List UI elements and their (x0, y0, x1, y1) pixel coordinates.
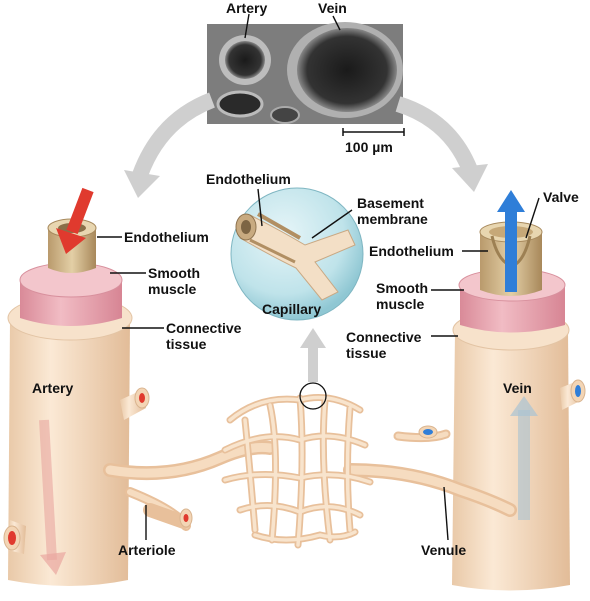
artery-endothelium-label: Endothelium (124, 229, 209, 245)
vein-vessel-label: Vein (503, 380, 532, 396)
basement-membrane-label: Basement membrane (357, 195, 428, 227)
capillary-endothelium-label: Endothelium (206, 171, 291, 187)
micrograph (207, 22, 403, 124)
venule-label: Venule (421, 542, 467, 558)
artery-vessel (3, 187, 150, 586)
arteriole-label: Arteriole (118, 542, 176, 558)
artery-lumen-micrograph (225, 41, 265, 79)
vein-connective-tissue-label: Connective tissue (346, 329, 422, 361)
micrograph-vein-label: Vein (318, 0, 347, 16)
micrograph-artery-label: Artery (226, 0, 268, 16)
arteriole-stub (143, 503, 193, 529)
zoom-circle (299, 382, 327, 410)
scale-bar (342, 128, 405, 136)
capillary-inset (230, 187, 364, 321)
vein-smooth-muscle-label: Smooth muscle (376, 280, 429, 312)
leader-lines (97, 188, 540, 541)
capillary-network (103, 394, 517, 549)
vein-endothelium-label: Endothelium (369, 243, 454, 259)
scale-bar-label: 100 µm (345, 139, 393, 155)
vein-lumen-micrograph (297, 28, 397, 112)
arrow-to-vein (395, 96, 478, 174)
artery-vessel-label: Artery (32, 380, 74, 396)
arrow-to-artery (132, 92, 216, 178)
venule-stub (418, 425, 438, 439)
artery-flow-arrow (56, 228, 86, 254)
artery-connective-tissue-label: Connective tissue (166, 320, 242, 352)
capillary-label: Capillary (262, 301, 322, 317)
artery-smooth-muscle-label: Smooth muscle (148, 265, 201, 297)
vein-flow-arrow (497, 190, 525, 212)
valve-label: Valve (543, 189, 579, 205)
vein-vessel (452, 190, 586, 591)
